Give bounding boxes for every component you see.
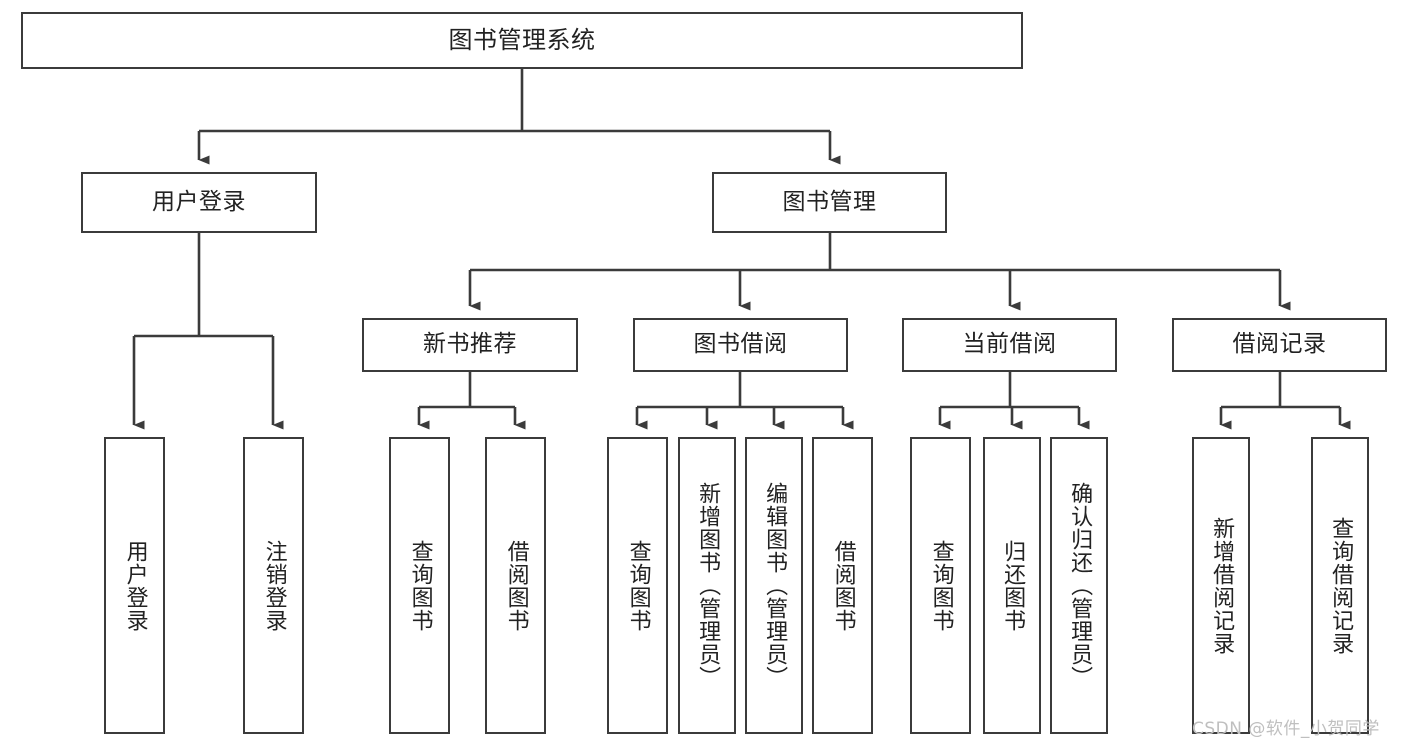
node-leaf-edit-book-label: 编辑图书（管理员） (762, 482, 788, 689)
node-leaf-borrow-book-2[interactable]: 借阅图书 (812, 437, 873, 734)
node-leaf-add-borrow-record-label: 新增借阅记录 (1209, 516, 1235, 655)
node-leaf-borrow-book-2-label: 借阅图书 (830, 539, 856, 632)
node-leaf-user-login[interactable]: 用户登录 (104, 437, 165, 734)
node-leaf-borrow-book-1-label: 借阅图书 (503, 539, 529, 632)
node-borrow-record-label: 借阅记录 (1232, 331, 1327, 358)
node-current-borrow[interactable]: 当前借阅 (902, 318, 1117, 372)
node-book-management[interactable]: 图书管理 (712, 172, 947, 233)
node-leaf-add-borrow-record[interactable]: 新增借阅记录 (1192, 437, 1250, 734)
node-leaf-return-book-label: 归还图书 (1000, 539, 1026, 632)
node-leaf-add-book-label: 新增图书（管理员） (695, 482, 721, 689)
node-current-borrow-label: 当前借阅 (962, 331, 1057, 358)
node-leaf-query-book-3-label: 查询图书 (928, 539, 954, 632)
node-leaf-add-book[interactable]: 新增图书（管理员） (678, 437, 736, 734)
node-new-book-recommend-label: 新书推荐 (423, 331, 517, 358)
node-book-borrow-label: 图书借阅 (693, 331, 788, 358)
node-leaf-query-borrow-record[interactable]: 查询借阅记录 (1311, 437, 1369, 734)
node-leaf-query-book-2-label: 查询图书 (625, 539, 651, 632)
node-leaf-user-logout[interactable]: 注销登录 (243, 437, 304, 734)
node-new-book-recommend[interactable]: 新书推荐 (362, 318, 578, 372)
node-leaf-user-logout-label: 注销登录 (261, 539, 287, 632)
node-leaf-borrow-book-1[interactable]: 借阅图书 (485, 437, 546, 734)
node-user-login[interactable]: 用户登录 (81, 172, 317, 233)
node-leaf-query-book-2[interactable]: 查询图书 (607, 437, 668, 734)
node-leaf-query-borrow-record-label: 查询借阅记录 (1328, 516, 1354, 655)
node-leaf-confirm-return-label: 确认归还（管理员） (1067, 482, 1093, 689)
node-borrow-record[interactable]: 借阅记录 (1172, 318, 1387, 372)
node-leaf-edit-book[interactable]: 编辑图书（管理员） (745, 437, 803, 734)
node-leaf-confirm-return[interactable]: 确认归还（管理员） (1050, 437, 1108, 734)
csdn-watermark: CSDN @软件_小贺同学 (1192, 719, 1380, 739)
node-leaf-query-book-1[interactable]: 查询图书 (389, 437, 450, 734)
node-user-login-label: 用户登录 (152, 188, 246, 215)
node-leaf-query-book-3[interactable]: 查询图书 (910, 437, 971, 734)
node-book-management-label: 图书管理 (782, 188, 877, 215)
node-leaf-return-book[interactable]: 归还图书 (983, 437, 1041, 734)
node-leaf-user-login-label: 用户登录 (122, 539, 148, 632)
node-root-label: 图书管理系统 (448, 26, 596, 55)
node-root-book-management-system[interactable]: 图书管理系统 (21, 12, 1023, 69)
node-book-borrow[interactable]: 图书借阅 (633, 318, 848, 372)
node-leaf-query-book-1-label: 查询图书 (407, 539, 433, 632)
